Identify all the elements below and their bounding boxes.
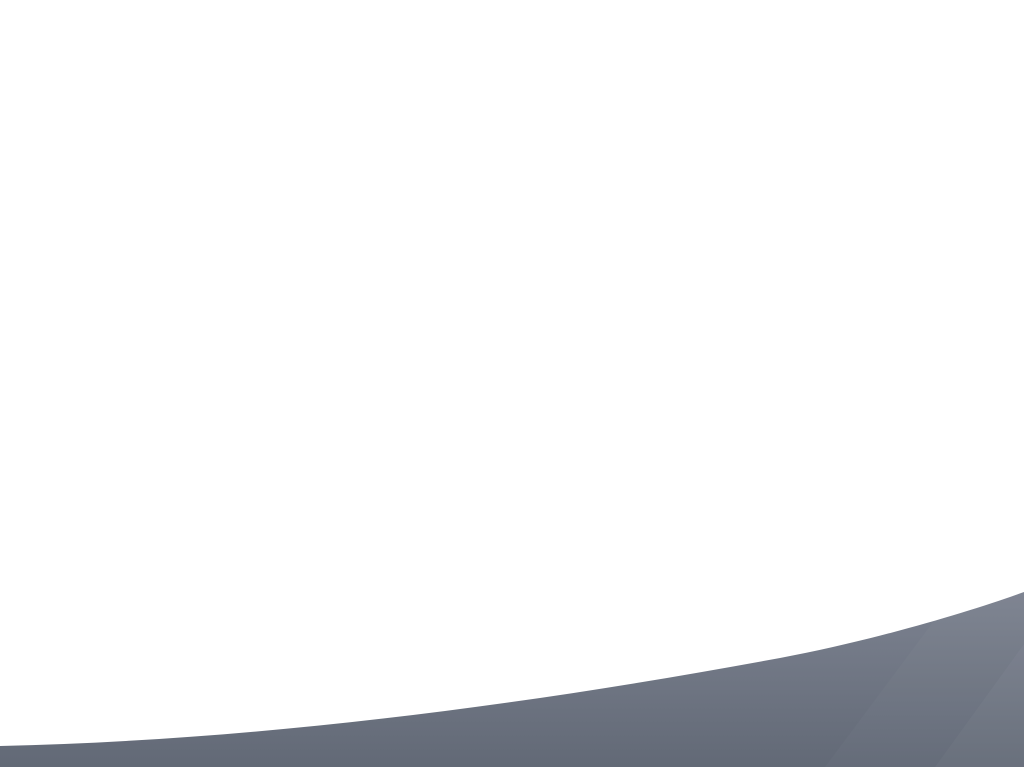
decor-bottom-hill xyxy=(0,592,1024,767)
decor-corner-triangle xyxy=(935,644,1024,767)
decor-circle-outline xyxy=(345,23,945,687)
